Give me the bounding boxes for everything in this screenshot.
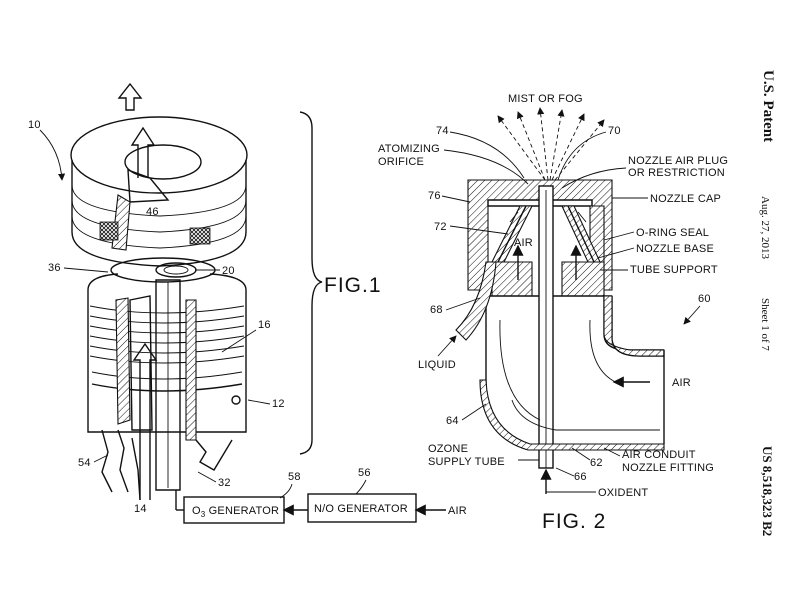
figure-2: MIST OR FOG	[378, 93, 728, 533]
ozone-supply-tube	[538, 185, 554, 469]
ref-12: 12	[272, 398, 285, 410]
ref-72: 72	[434, 221, 447, 233]
ref-74: 74	[436, 125, 449, 137]
fig1-inflow-arrow	[132, 342, 158, 500]
ref-10: 10	[28, 119, 41, 131]
figure-1: O3 GENERATOR N/O GENERATOR AIR 10 46 36 …	[28, 82, 467, 524]
ref-54: 54	[78, 457, 91, 469]
air-conduit-label-1: AIR CONDUIT	[622, 449, 696, 461]
ref-66: 66	[574, 471, 587, 483]
ref-62: 62	[590, 457, 603, 469]
fig1-outflow-arrow-top	[117, 82, 143, 111]
nozzle-air-plug-label-1: NOZZLE AIR PLUG	[628, 155, 728, 167]
atomizing-orifice-label-2: ORIFICE	[378, 156, 424, 168]
no-generator-label: N/O GENERATOR	[314, 503, 408, 515]
header-patent-number: US 8,518,323 B2	[760, 446, 775, 536]
header-sheet: Sheet 1 of 7	[759, 298, 771, 351]
tube-support	[484, 261, 612, 297]
ozone-label-2: SUPPLY TUBE	[428, 456, 505, 468]
fig1-caption: FIG.1	[324, 274, 382, 297]
air-conduit-label-2: NOZZLE FITTING	[622, 462, 714, 474]
header-publisher: U.S. Patent	[760, 70, 776, 142]
atomizing-orifice-label-1: ATOMIZING	[378, 143, 440, 155]
ref-64: 64	[446, 415, 459, 427]
header-date: Aug. 27, 2013	[759, 196, 771, 259]
tube-support-label: TUBE SUPPORT	[630, 264, 718, 276]
liquid-tube	[455, 261, 497, 341]
ref-32: 32	[218, 477, 231, 489]
ref-16: 16	[258, 319, 271, 331]
ref-46: 46	[146, 206, 159, 218]
o3-generator-label: O3 GENERATOR	[192, 505, 279, 519]
ref-68: 68	[430, 304, 443, 316]
ref-56: 56	[358, 467, 371, 479]
fig1-threaded-base	[87, 273, 247, 501]
o3-generator-box	[183, 496, 285, 524]
nozzle-cone	[491, 205, 601, 263]
fig2-caption: FIG. 2	[542, 510, 606, 533]
fig1-bracket	[299, 111, 323, 455]
mist-or-fog-label: MIST OR FOG	[508, 93, 583, 105]
fig1-crosshatch-right	[189, 227, 211, 245]
ref-20: 20	[222, 265, 235, 277]
ref-14: 14	[134, 503, 147, 515]
ref-58: 58	[288, 471, 301, 483]
oring-seal-label: O-RING SEAL	[636, 227, 709, 239]
air-right-label: AIR	[672, 377, 691, 389]
ref-70: 70	[608, 125, 621, 137]
spray-arrows	[497, 107, 605, 181]
ref-36: 36	[48, 262, 61, 274]
ref-60: 60	[698, 293, 711, 305]
ref-76: 76	[428, 190, 441, 202]
nozzle-cap-label: NOZZLE CAP	[650, 193, 721, 205]
fig1-crosshatch-left	[99, 221, 119, 241]
air-inner-label: AIR	[514, 237, 533, 249]
oxident-label: OXIDENT	[598, 487, 648, 499]
fig1-nozzle-head	[70, 116, 248, 267]
patent-header: U.S. Patent Aug. 27, 2013 Sheet 1 of 7 U…	[759, 70, 776, 536]
air-conduit-fitting	[479, 295, 665, 451]
ozone-label-1: OZONE	[428, 443, 468, 455]
fig1-air-label: AIR	[448, 505, 467, 517]
nozzle-air-plug-label-2: OR RESTRICTION	[628, 167, 725, 179]
fig1-outflow-arrow-inner	[130, 126, 156, 178]
liquid-label: LIQUID	[418, 359, 456, 371]
nozzle-base-label: NOZZLE BASE	[636, 243, 714, 255]
no-generator-box	[307, 493, 417, 523]
